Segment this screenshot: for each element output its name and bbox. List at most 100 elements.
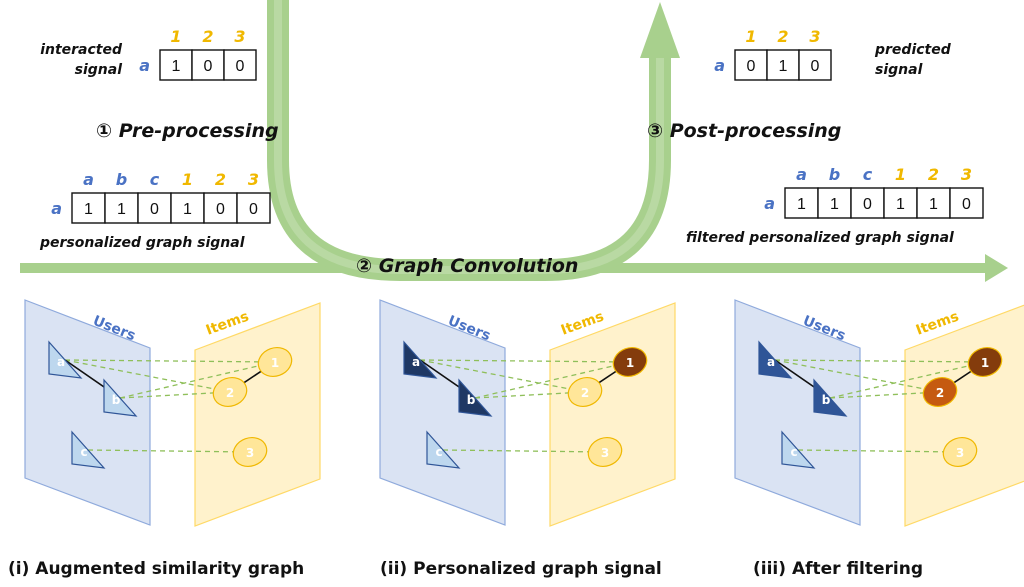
personalized-cell-value: 0 bbox=[216, 201, 225, 218]
personalized-cell bbox=[137, 192, 172, 224]
filtered-cell-value: 0 bbox=[863, 196, 872, 213]
predicted-col-header: 1 bbox=[745, 27, 756, 46]
caption-i: (i) Augmented similarity graph bbox=[8, 559, 304, 579]
panel-i-similarity-edge bbox=[64, 359, 276, 363]
u-pipe bbox=[267, 0, 671, 281]
personalized-cell bbox=[236, 192, 271, 224]
panel-ii-similarity-edge bbox=[419, 359, 631, 363]
interacted-cell bbox=[159, 49, 193, 81]
personalized-col-header: 3 bbox=[248, 170, 259, 189]
panel-ii-user-node-label: b bbox=[467, 393, 476, 407]
filtered-cell bbox=[883, 187, 918, 219]
panel-iii-item-node-label: 1 bbox=[981, 356, 989, 370]
panel-i-similarity-edge bbox=[87, 449, 251, 453]
interacted-col-header: 2 bbox=[202, 27, 213, 46]
personalized-cell-value: 1 bbox=[183, 201, 192, 218]
panel-i-user-node bbox=[48, 340, 83, 379]
panel-ii-user-node bbox=[426, 430, 461, 469]
panel-i-user-node-label: a bbox=[57, 355, 65, 369]
panel-i-similarity-edge bbox=[119, 391, 231, 399]
panel-iii-similarity-edge bbox=[797, 449, 961, 453]
interacted-label-1: interacted bbox=[40, 42, 123, 58]
personalized-col-header: b bbox=[116, 170, 127, 189]
stage-post-processing: ③ Post-processing bbox=[647, 120, 841, 142]
panel-iii-user-node-label: b bbox=[822, 393, 831, 407]
interacted-row-label: a bbox=[139, 56, 150, 75]
filtered-col-header: 2 bbox=[928, 165, 939, 184]
panel-iii-item-node bbox=[922, 377, 958, 407]
interacted-col-header: 3 bbox=[234, 27, 245, 46]
filtered-cell-value: 0 bbox=[962, 196, 971, 213]
panel-iii-user-node-label: c bbox=[790, 445, 797, 459]
predicted-col-header: 2 bbox=[777, 27, 788, 46]
personalized-label: personalized graph signal bbox=[39, 235, 245, 251]
filtered-col-header: a bbox=[796, 165, 807, 184]
personalized-cell-value: 1 bbox=[84, 201, 93, 218]
filtered-col-header: c bbox=[863, 165, 873, 184]
personalized-col-header: 2 bbox=[215, 170, 226, 189]
filtered-cell-value: 1 bbox=[929, 196, 938, 213]
panel-ii-user-node-label: c bbox=[435, 445, 442, 459]
filtered-label: filtered personalized graph signal bbox=[686, 230, 954, 246]
panel-i-item-node-label: 2 bbox=[226, 386, 234, 400]
axis-arrowhead bbox=[985, 254, 1008, 282]
panel-iii-item-node-label: 2 bbox=[936, 386, 944, 400]
predicted-cell bbox=[798, 49, 832, 81]
panel-ii-similarity-edge bbox=[474, 391, 586, 399]
panel-ii-similarity-edge bbox=[419, 359, 586, 393]
panel-iii-similarity-edge bbox=[774, 359, 941, 393]
panel-ii-item-node-label: 2 bbox=[581, 386, 589, 400]
personalized-cell-value: 0 bbox=[249, 201, 258, 218]
panel-ii-user-node bbox=[403, 340, 438, 379]
panel-iii-user-node bbox=[758, 340, 793, 379]
panel-i-item-node bbox=[232, 437, 268, 467]
interacted-cell-value: 0 bbox=[204, 58, 213, 75]
filtered-cell-value: 1 bbox=[797, 196, 806, 213]
panel-i-user-node bbox=[71, 430, 106, 469]
panel-iii-item-node bbox=[942, 437, 978, 467]
up-arrowhead bbox=[640, 2, 680, 58]
interacted-cell-value: 1 bbox=[172, 58, 181, 75]
filtered-row-label: a bbox=[764, 194, 775, 213]
panel-ii-user-node bbox=[458, 378, 493, 417]
panel-iii-item-node bbox=[967, 347, 1003, 377]
personalized-cell bbox=[71, 192, 106, 224]
personalized-col-header: c bbox=[150, 170, 160, 189]
panel-iii-user-node bbox=[781, 430, 816, 469]
panel-ii-item-node bbox=[587, 437, 623, 467]
filtered-cell-value: 1 bbox=[830, 196, 839, 213]
panel-ii-item-node bbox=[612, 347, 648, 377]
panel-ii-item-node-label: 1 bbox=[626, 356, 634, 370]
caption-ii: (ii) Personalized graph signal bbox=[380, 559, 662, 579]
interacted-label-2: signal bbox=[75, 62, 123, 78]
panel-i-item-node bbox=[212, 377, 248, 407]
filtered-cell bbox=[784, 187, 819, 219]
filtered-col-header: b bbox=[829, 165, 840, 184]
filtered-col-header: 3 bbox=[961, 165, 972, 184]
stage-pre-processing: ① Pre-processing bbox=[96, 120, 279, 142]
predicted-cell bbox=[734, 49, 768, 81]
personalized-row-label: a bbox=[51, 199, 62, 218]
filtered-cell bbox=[850, 187, 885, 219]
predicted-cell-value: 1 bbox=[779, 58, 788, 75]
filtered-cell-value: 1 bbox=[896, 196, 905, 213]
personalized-cell-value: 0 bbox=[150, 201, 159, 218]
predicted-col-header: 3 bbox=[809, 27, 820, 46]
interacted-cell bbox=[191, 49, 225, 81]
predicted-row-label: a bbox=[714, 56, 725, 75]
panel-i-user-node bbox=[103, 378, 138, 417]
panel-iii-similarity-edge bbox=[774, 359, 986, 363]
predicted-label-1: predicted bbox=[874, 42, 952, 58]
predicted-cell-value: 0 bbox=[811, 58, 820, 75]
interacted-cell bbox=[223, 49, 257, 81]
flow-arrow bbox=[20, 0, 1008, 282]
caption-iii: (iii) After filtering bbox=[753, 559, 923, 579]
interacted-col-header: 1 bbox=[170, 27, 181, 46]
filtered-col-header: 1 bbox=[895, 165, 906, 184]
personalized-col-header: 1 bbox=[182, 170, 193, 189]
